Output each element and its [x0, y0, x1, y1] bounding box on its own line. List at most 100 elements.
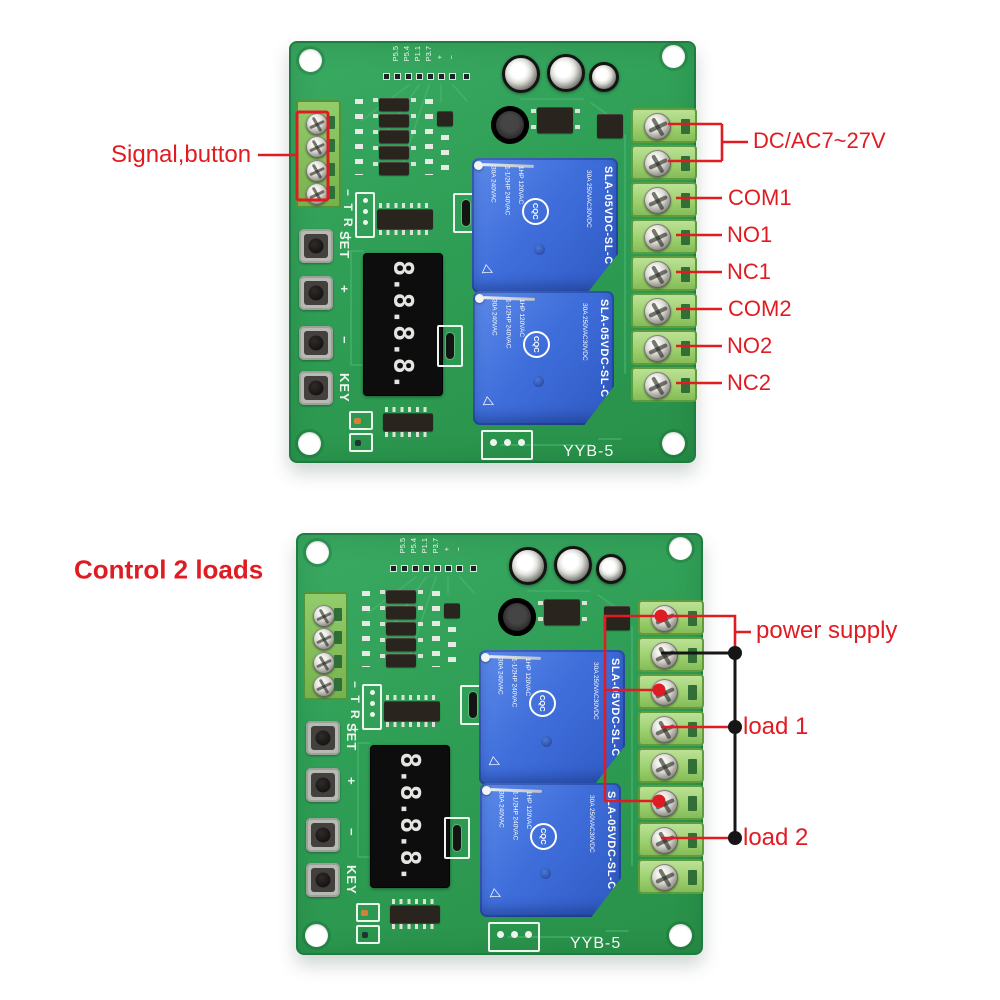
soic8-chip [544, 599, 580, 625]
electrolytic-capacitor [509, 547, 547, 585]
header-pad [427, 73, 434, 80]
pad [511, 931, 518, 938]
terminal-power-plus [638, 600, 704, 635]
terminal-power-minus [638, 637, 704, 672]
plus-button-label: + [344, 777, 359, 786]
cqc-cert-icon: CQC [530, 823, 557, 850]
terminal-com1 [638, 674, 704, 709]
relay-pin-ball [475, 294, 484, 303]
led-footprint [349, 411, 373, 430]
chip-pins [531, 109, 536, 131]
signal-terminal-block [303, 592, 348, 700]
header-pin-label: + [435, 55, 444, 60]
header-pad [438, 73, 445, 80]
relay-ratings: 1HP 120VAC 1-1/2HP 240VAC 30A 240VAC [486, 166, 527, 215]
relay-rivet [533, 376, 544, 387]
board-model-label: YYB-5 [563, 443, 615, 460]
terminal-power-plus [631, 108, 697, 143]
electrolytic-capacitor [547, 54, 585, 92]
soic-chip [386, 590, 416, 603]
header-pin-label: − [447, 55, 456, 60]
soic-chip [379, 114, 409, 127]
relay-logo-triangle-icon: △ [488, 887, 507, 903]
wire-slot [688, 796, 697, 811]
smd-pad-strip [441, 135, 449, 175]
relay-pin-ball [481, 653, 490, 662]
wire-slot [688, 648, 697, 663]
soic-chip [379, 98, 409, 111]
header-pad [470, 565, 477, 572]
relay-logo-triangle-icon: △ [487, 755, 506, 771]
relay-model-text: SLA-05VDC-SL-C [609, 658, 621, 757]
terminal-silkscreen-label: − T R + [341, 189, 355, 244]
relay-model-text: SLA-05VDC-SL-C [602, 166, 614, 265]
terminal-screw [644, 187, 671, 214]
relay-ratings: 1HP 120VAC 1-1/2HP 240VAC 30A 240VAC [487, 299, 528, 348]
chip-pins [392, 899, 438, 904]
relay-2: SLA-05VDC-SL-C 30A 250VAC30VDC CQC 1HP 1… [473, 291, 614, 425]
key-button-label: KEY [344, 865, 359, 895]
terminal-screw [644, 113, 671, 140]
header-pin-label: P1.1 [420, 538, 429, 554]
soic14-chip [383, 413, 433, 431]
key-button-label: KEY [337, 373, 352, 403]
pad [369, 701, 375, 706]
terminal-screw [313, 675, 335, 697]
load2-label: load 2 [743, 824, 809, 851]
regulator-chip [604, 606, 630, 630]
no2-label: NO2 [727, 333, 773, 358]
terminal-screw [651, 605, 678, 632]
electrolytic-capacitor [589, 62, 619, 92]
relay-logo-triangle-icon: △ [481, 395, 500, 411]
smd-pad-strip [373, 98, 378, 175]
header-pin-label: + [442, 547, 451, 552]
chip-pins [392, 924, 438, 929]
wire-slot [334, 655, 342, 668]
key-button [299, 371, 333, 405]
soic-chip [386, 654, 416, 667]
wire-slot [688, 611, 697, 626]
terminal-screw [644, 335, 671, 362]
terminal-com2 [638, 785, 704, 820]
relay-rivet [534, 244, 545, 255]
relay-rating-text: 30A 250VAC30VDC [592, 662, 599, 720]
power-input-label: DC/AC7~27V [753, 128, 886, 153]
cqc-cert-icon: CQC [529, 690, 556, 717]
mounting-hole [669, 924, 692, 947]
plus-button [306, 768, 340, 802]
minus-button-label: − [337, 336, 352, 345]
power-inductor [491, 106, 529, 144]
wire-slot [681, 119, 690, 134]
smd-pad-strip [380, 590, 385, 667]
header-pad [449, 73, 456, 80]
terminal-screw [306, 113, 328, 135]
cqc-text: CQC [532, 336, 541, 353]
relay-rating-line: 1HP 120VAC [517, 299, 525, 338]
com1-label: COM1 [728, 185, 792, 210]
terminal-screw [644, 150, 671, 177]
relay-rating-line: 1-1/2HP 240VAC [510, 658, 518, 708]
mounting-hole [299, 49, 322, 72]
nc2-label: NC2 [727, 370, 772, 395]
wire-slot [681, 230, 690, 245]
wire-slot [688, 685, 697, 700]
header-pad [383, 73, 390, 80]
header-pin-label: P5.4 [409, 538, 418, 554]
terminal-screw [644, 261, 671, 288]
terminal-nc1 [631, 256, 697, 291]
soic-chip [379, 146, 409, 159]
cqc-text: CQC [531, 203, 540, 220]
soic-chip [386, 638, 416, 651]
mounting-hole [305, 924, 328, 947]
control-2-loads-title: Control 2 loads [74, 554, 264, 585]
chip-pins [582, 601, 587, 623]
soic-chip [386, 622, 416, 635]
smd-pad-strip [411, 98, 416, 175]
pad [369, 690, 375, 695]
wire-slot [681, 378, 690, 393]
terminal-silkscreen-label: − T R + [348, 681, 362, 736]
terminal-screw [651, 642, 678, 669]
component-footprint [362, 684, 382, 730]
terminal-screw [313, 652, 335, 674]
relay-1: SLA-05VDC-SL-C 30A 250VAC30VDC CQC 1HP 1… [472, 158, 618, 293]
